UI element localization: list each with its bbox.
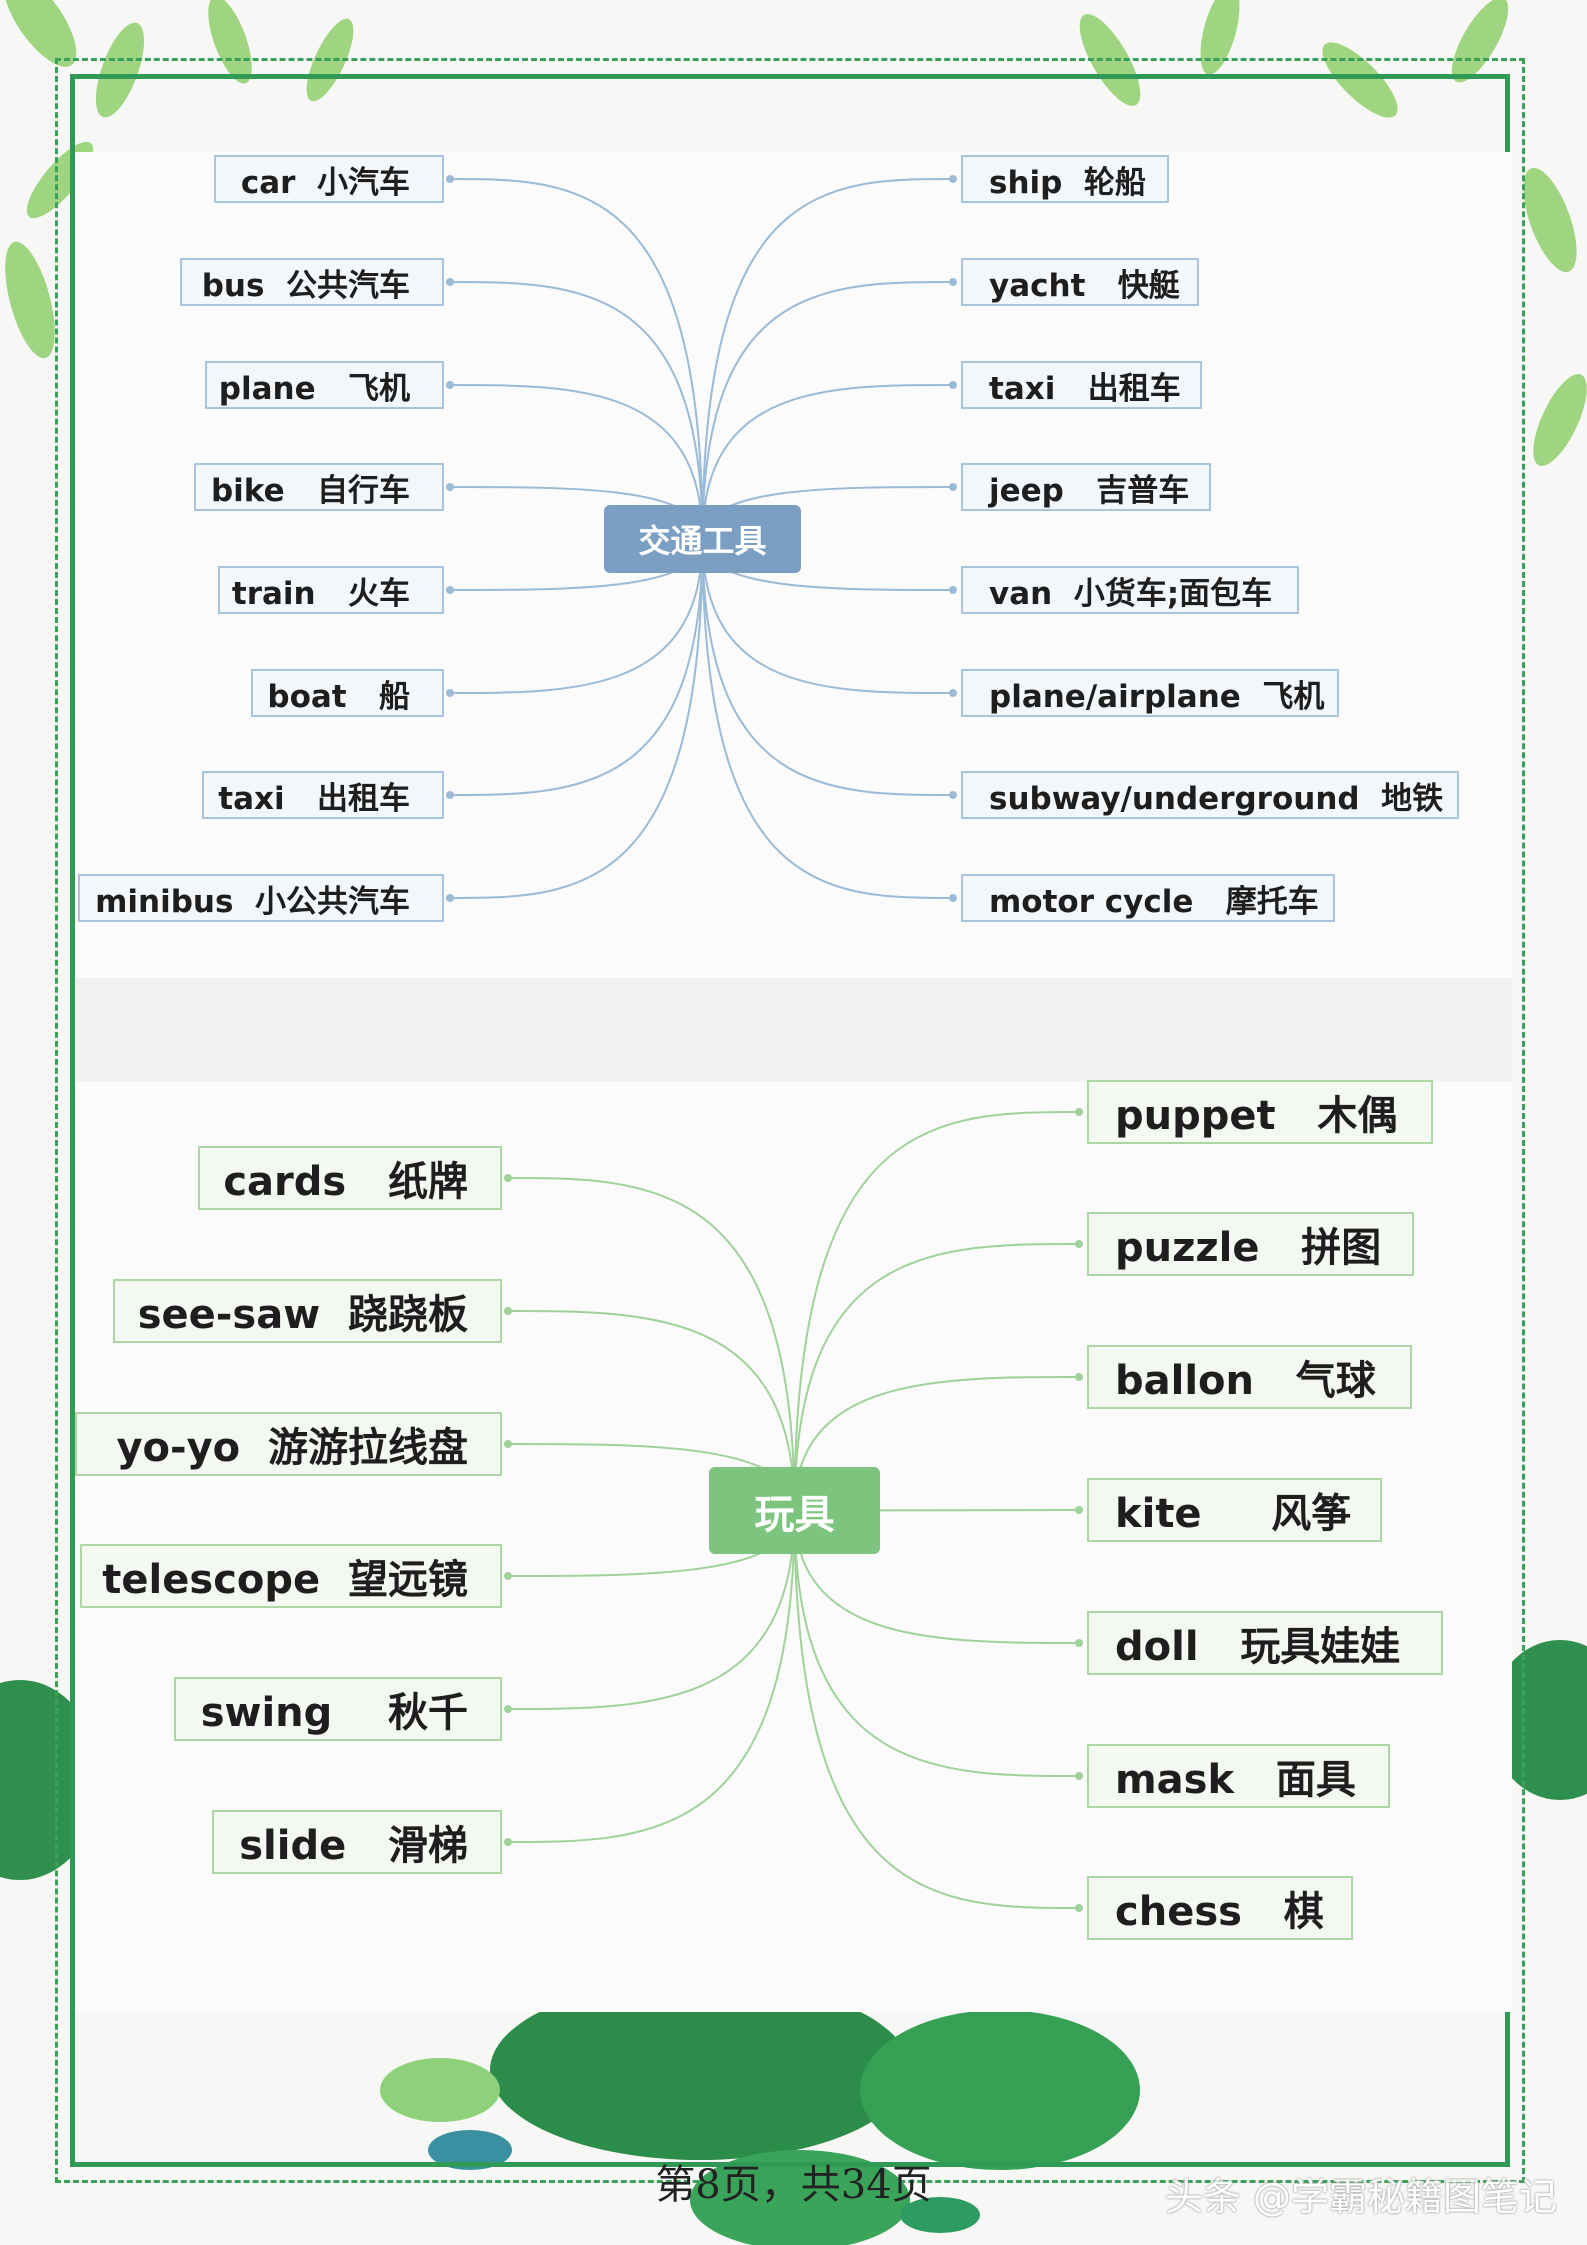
connector-dot	[504, 1307, 512, 1315]
connector-line	[449, 281, 704, 540]
connector-dot	[446, 381, 454, 389]
transport-right-node: jeep 吉普车	[961, 463, 1211, 511]
transport-right-node: yacht 快艇	[961, 258, 1199, 306]
connector-line	[701, 281, 954, 540]
connector-dot	[1075, 1373, 1083, 1381]
connector-line	[793, 1111, 1080, 1511]
connector-line	[701, 538, 954, 899]
connector-line	[449, 538, 704, 694]
connector-dot	[1075, 1240, 1083, 1248]
connector-line	[701, 538, 954, 694]
toy-right-node: kite 风筝	[1087, 1478, 1382, 1542]
connector-dot	[1075, 1904, 1083, 1912]
connector-dot	[949, 278, 957, 286]
connector-dot	[1075, 1108, 1083, 1116]
toy-right-node: ballon 气球	[1087, 1345, 1412, 1409]
connector-dot	[446, 689, 454, 697]
transport-right-node: motor cycle 摩托车	[961, 874, 1335, 922]
toy-left-node: swing 秋千	[174, 1677, 502, 1741]
transport-left-node: bus 公共汽车	[180, 258, 444, 306]
connector-dot	[949, 894, 957, 902]
transport-left-node: car 小汽车	[214, 155, 444, 203]
connector-dot	[949, 381, 957, 389]
transport-right-node: subway/underground 地铁	[961, 771, 1459, 819]
connector-dot	[446, 894, 454, 902]
connector-line	[701, 384, 954, 540]
page-footer: 第8页，共34页	[655, 2162, 932, 2208]
watermark: 头条 @学霸秘籍图笔记	[1164, 2175, 1557, 2219]
transport-left-node: plane 飞机	[205, 361, 444, 409]
connector-line	[701, 178, 954, 540]
connector-line	[793, 1510, 1080, 1777]
toy-left-node: slide 滑梯	[212, 1810, 502, 1874]
connector-dot	[949, 586, 957, 594]
connector-dot	[949, 175, 957, 183]
toy-left-node: telescope 望远镜	[80, 1544, 502, 1608]
connector-dot	[504, 1440, 512, 1448]
transport-left-node: taxi 出租车	[202, 771, 444, 819]
transport-left-node: boat 船	[251, 669, 444, 717]
transport-right-node: plane/airplane 飞机	[961, 669, 1339, 717]
connector-line	[449, 384, 704, 540]
connector-line	[449, 538, 704, 796]
toy-right-node: mask 面具	[1087, 1744, 1390, 1808]
connector-dot	[504, 1838, 512, 1846]
toy-left-node: cards 纸牌	[198, 1146, 502, 1210]
connector-dot	[446, 278, 454, 286]
toy-left-node: see-saw 跷跷板	[113, 1279, 502, 1343]
connector-dot	[949, 483, 957, 491]
connector-line	[507, 1310, 796, 1511]
transport-right-node: van 小货车;面包车	[961, 566, 1299, 614]
connector-line	[507, 1510, 796, 1710]
connector-line	[449, 538, 704, 899]
connector-dot	[1075, 1506, 1083, 1514]
transport-center-node: 交通工具	[604, 505, 801, 573]
toy-right-node: doll 玩具娃娃	[1087, 1611, 1443, 1675]
toy-right-node: chess 棋	[1087, 1876, 1353, 1940]
connector-line	[701, 538, 954, 796]
connector-dot	[949, 791, 957, 799]
connector-line	[793, 1510, 1080, 1644]
transport-left-node: minibus 小公共汽车	[78, 874, 444, 922]
transport-left-node: bike 自行车	[194, 463, 444, 511]
connector-dot	[504, 1174, 512, 1182]
connector-dot	[949, 689, 957, 697]
connector-dot	[446, 791, 454, 799]
connector-line	[793, 1243, 1080, 1511]
connector-line	[507, 1510, 796, 1843]
toy-left-node: yo-yo 游游拉线盘	[75, 1412, 502, 1476]
connector-dot	[504, 1572, 512, 1580]
transport-right-node: taxi 出租车	[961, 361, 1202, 409]
connector-line	[449, 178, 704, 540]
connector-dot	[446, 483, 454, 491]
connector-line	[793, 1376, 1080, 1511]
transport-right-node: ship 轮船	[961, 155, 1169, 203]
outer-dashed-frame	[55, 58, 1525, 2183]
connector-line	[507, 1177, 796, 1511]
connector-dot	[504, 1705, 512, 1713]
transport-left-node: train 火车	[218, 566, 444, 614]
connector-dot	[1075, 1639, 1083, 1647]
connector-dot	[446, 586, 454, 594]
toy-right-node: puzzle 拼图	[1087, 1212, 1414, 1276]
toys-center-node: 玩具	[709, 1467, 880, 1554]
connector-dot	[1075, 1772, 1083, 1780]
toy-right-node: puppet 木偶	[1087, 1080, 1433, 1144]
panel-gap	[75, 978, 1512, 1082]
connector-dot	[446, 175, 454, 183]
connector-line	[793, 1510, 1080, 1909]
